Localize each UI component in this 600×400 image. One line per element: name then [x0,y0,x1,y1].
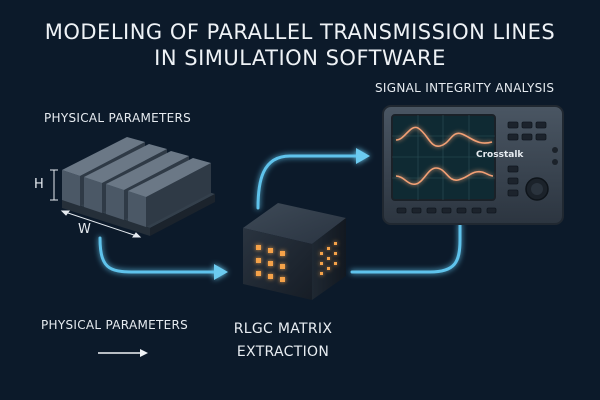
scope-buttons [396,121,547,214]
flow-arrow-to-cube [98,236,228,280]
scope-waveform-top [395,126,493,147]
matrix-cube-icon [243,203,346,300]
page-title-line2: IN SIMULATION SOFTWARE [154,46,446,70]
flow-line-cube-to-scope [350,222,462,274]
rlgc-label-line1: RLGC MATRIX [233,321,333,337]
transmission-lines-icon [50,137,215,238]
height-dimension-marker [50,169,58,201]
width-dimension-marker [60,210,142,238]
physical-parameters-label-top: PHYSICAL PARAMETERS [44,111,192,125]
oscilloscope-icon [382,105,564,225]
right-arrow-icon [98,349,148,357]
rlgc-label: RLGC MATRIX EXTRACTION [228,318,338,364]
page-title-line1: MODELING OF PARALLEL TRANSMISSION LINES [44,20,556,44]
width-label: W [78,222,91,237]
signal-integrity-label: SIGNAL INTEGRITY ANALYSIS [375,81,555,95]
cube-lights-front [256,245,285,282]
crosstalk-label: Crosstalk [476,150,524,160]
scope-waveform-bottom [395,167,494,186]
flow-arrow-to-scope [256,148,370,210]
rlgc-label-line2: EXTRACTION [236,344,330,360]
physical-parameters-label-bottom: PHYSICAL PARAMETERS [41,318,189,332]
cube-lights-side [320,242,337,275]
height-label: H [34,177,44,192]
scope-grid [392,115,495,200]
